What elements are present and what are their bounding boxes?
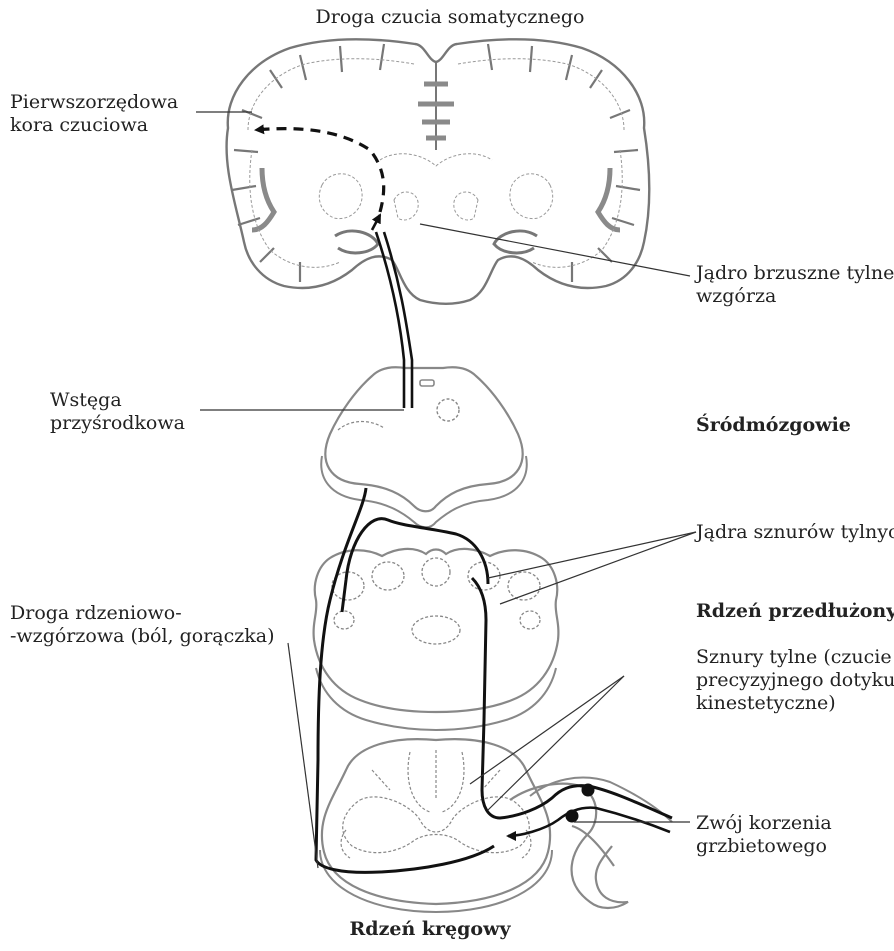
midbrain-section: [321, 367, 526, 527]
label-dorsal-columns-line2: precyzyjnego dotyku,: [696, 669, 894, 692]
label-spinal-cord: Rdzeń kręgowy: [330, 918, 530, 941]
label-thalamus-line1: Jądro brzuszne tylne: [696, 262, 894, 285]
label-primary-cortex-line2: kora czuciowa: [10, 114, 148, 137]
leader-lines: [196, 112, 696, 868]
label-dorsal-column-nuclei: Jądra sznurów tylnych: [696, 521, 894, 544]
label-dorsal-columns-line3: kinestetyczne): [696, 692, 836, 715]
label-primary-cortex-line1: Pierwszorzędowa: [10, 91, 178, 114]
label-thalamus-line2: wzgórza: [696, 285, 776, 308]
label-spinothalamic-line2: -wzgórzowa (ból, gorączka): [10, 625, 275, 648]
diagram-title: Droga czucia somatycznego: [300, 6, 600, 29]
label-medulla: Rdzeń przedłużony: [696, 600, 894, 623]
label-midbrain: Śródmózgowie: [696, 414, 851, 437]
medulla-section: [314, 549, 559, 730]
pathway-fibers: [256, 129, 672, 873]
label-medial-lemniscus-line1: Wstęga: [50, 389, 122, 412]
label-drg-line2: grzbietowego: [696, 835, 827, 858]
brain-coronal-section: [227, 39, 650, 304]
label-drg-line1: Zwój korzenia: [696, 812, 832, 835]
label-spinothalamic-line1: Droga rdzeniowo-: [10, 602, 182, 625]
label-medial-lemniscus-line2: przyśrodkowa: [50, 412, 185, 435]
label-dorsal-columns-line1: Sznury tylne (czucie: [696, 646, 892, 669]
